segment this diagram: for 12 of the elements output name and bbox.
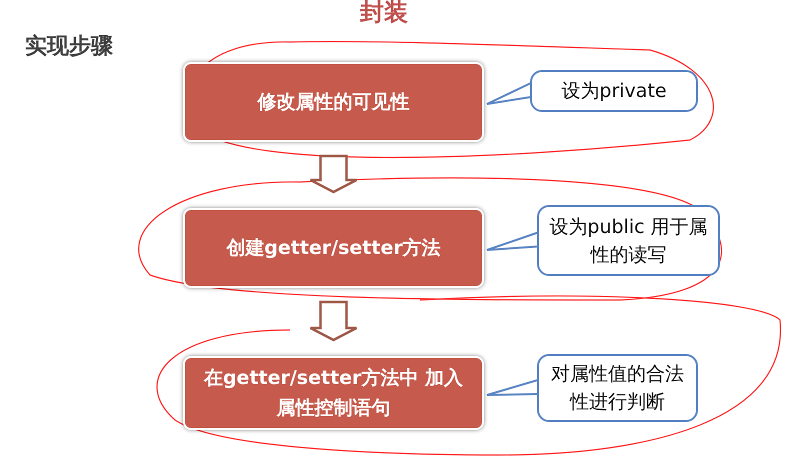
section-heading: 实现步骤: [25, 33, 113, 61]
callout-tail: [486, 379, 539, 396]
step-box: 修改属性的可见性: [183, 62, 484, 142]
step-box: 在getter/setter方法中 加入属性控制语句: [183, 356, 484, 430]
block-arrow: [309, 300, 358, 342]
block-arrow: [309, 154, 358, 194]
title: 封装: [360, 0, 408, 26]
callout-tail: [486, 82, 532, 105]
note-bubble: 设为public 用于属性的读写: [537, 205, 720, 276]
callout-tail: [486, 232, 539, 251]
note-bubble: 对属性值的合法性进行判断: [537, 354, 698, 422]
step-box: 创建getter/setter方法: [183, 208, 484, 288]
